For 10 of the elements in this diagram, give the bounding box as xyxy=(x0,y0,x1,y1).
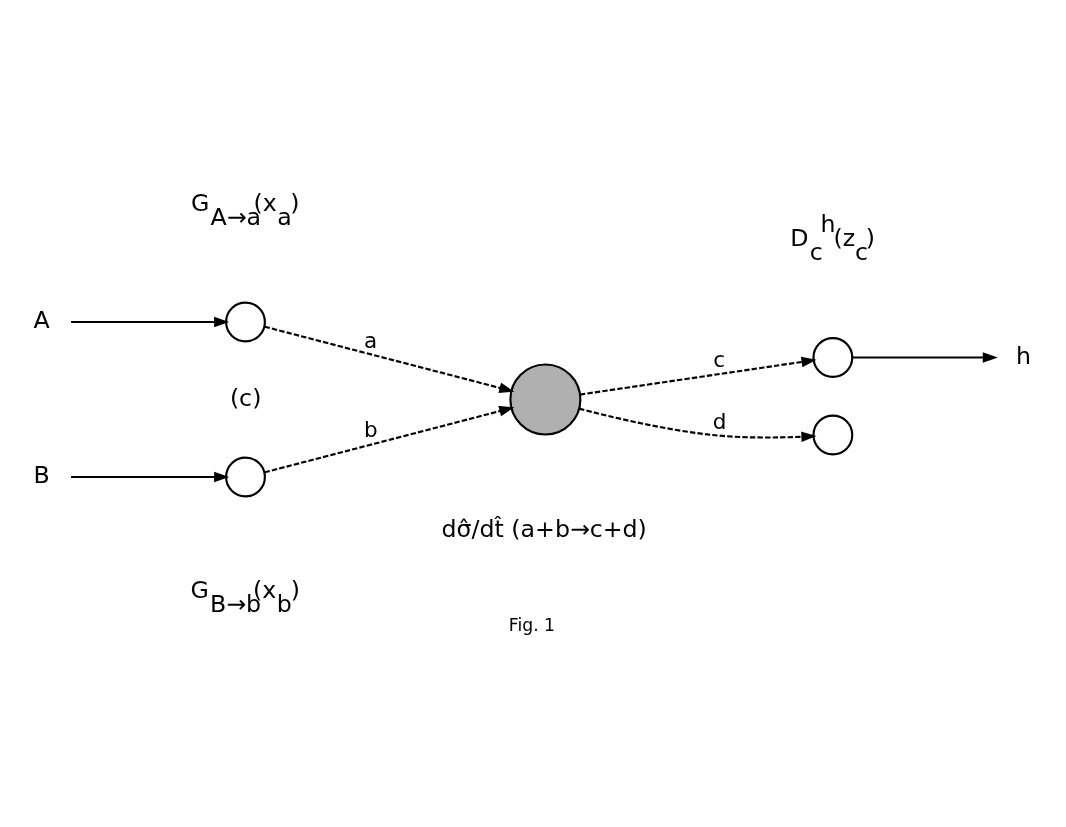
caption: Fig. 1 xyxy=(508,614,556,635)
node-text: A xyxy=(33,306,50,335)
edge-label: a xyxy=(363,327,378,353)
label: (c) xyxy=(229,383,262,412)
node-text: B xyxy=(33,461,50,490)
edge-label: b xyxy=(364,417,378,443)
edge-label: d xyxy=(712,408,727,434)
node-label: dσ̂/dt̂ (a+b→c+d) xyxy=(441,514,647,543)
edge-label: c xyxy=(713,347,726,373)
node-text: h xyxy=(1015,341,1031,370)
